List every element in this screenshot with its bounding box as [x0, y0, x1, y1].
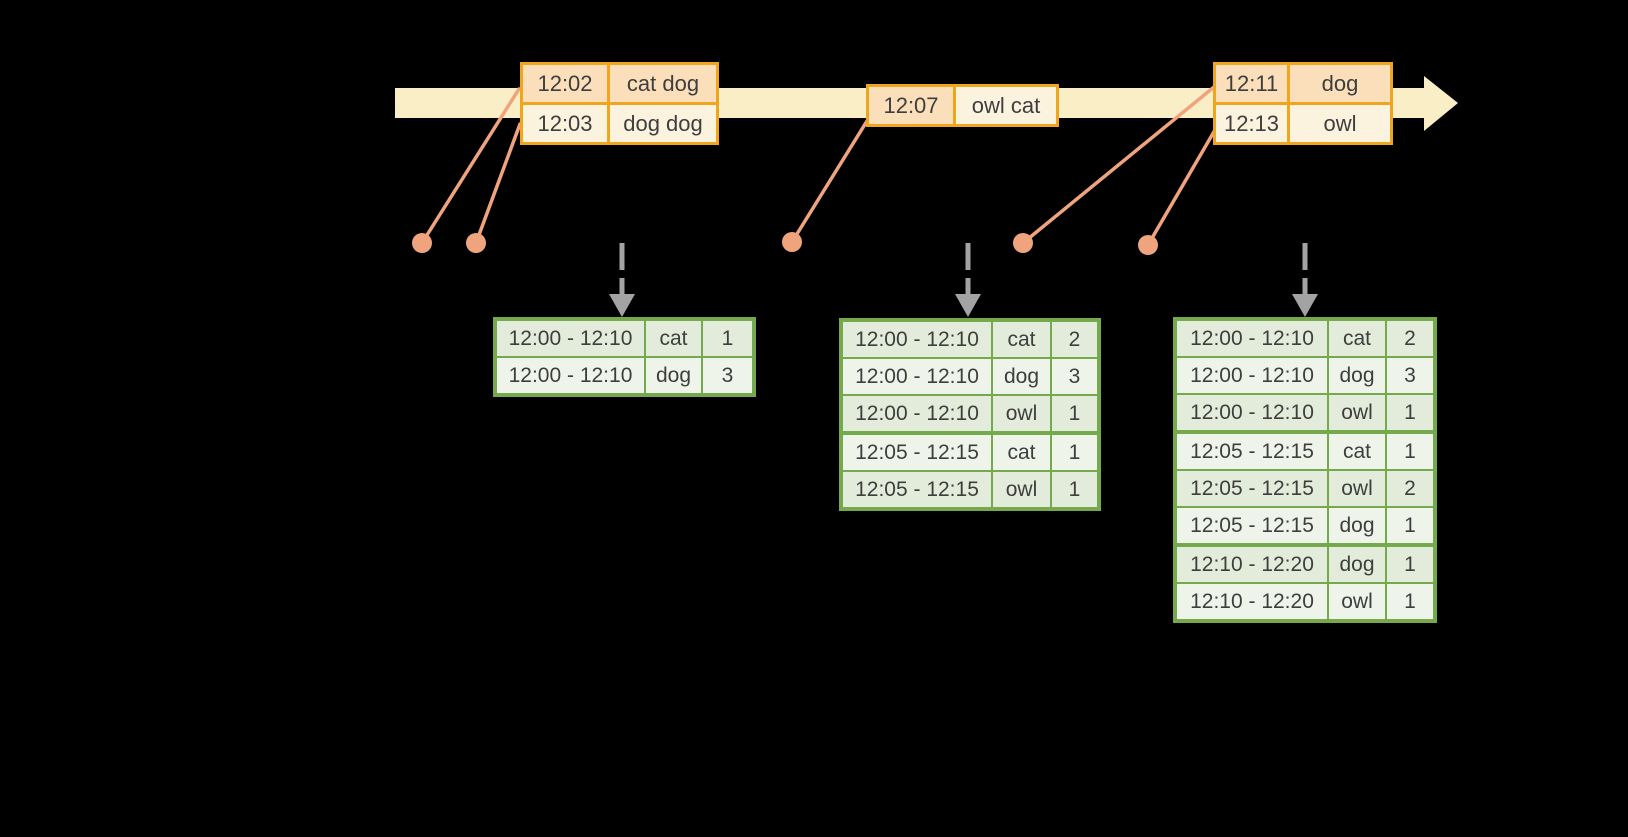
table-cell: 1: [1385, 393, 1436, 433]
table-cell: 1: [701, 318, 755, 358]
table-cell: dog: [991, 357, 1052, 396]
table-cell: dog: [1327, 543, 1387, 584]
trigger-arrowhead-icon: [609, 294, 635, 317]
table-cell: 12:05 - 12:15: [1174, 506, 1329, 546]
table-cell: owl: [1327, 393, 1387, 433]
event-connector-line: [474, 122, 522, 245]
event-dot: [412, 233, 432, 253]
table-cell: 12:11: [1213, 62, 1290, 105]
table-cell: 1: [1050, 431, 1100, 472]
table-cell: 12:00 - 12:10: [1174, 318, 1329, 358]
table-cell: 12:10 - 12:20: [1174, 543, 1329, 584]
table-cell: 12:03: [520, 102, 610, 145]
trigger-arrows: [619, 243, 1308, 298]
table-cell: 1: [1385, 582, 1436, 622]
table-cell: cat dog: [607, 62, 719, 105]
trigger-arrowhead-icon: [1292, 294, 1318, 317]
table-cell: 12:00 - 12:10: [1174, 356, 1329, 395]
event-dots: [412, 232, 1158, 255]
table-cell: 12:13: [1213, 102, 1290, 145]
table-cell: cat: [1327, 318, 1387, 358]
event-connector-line: [790, 119, 869, 244]
table-cell: dog: [1327, 506, 1387, 546]
table-cell: 12:00 - 12:10: [494, 356, 646, 396]
table-cell: cat: [991, 319, 1052, 359]
event-dot: [782, 232, 802, 252]
table-cell: 3: [1385, 356, 1436, 395]
table-cell: 3: [701, 356, 755, 396]
table-cell: owl: [991, 470, 1052, 510]
table-cell: dog: [644, 356, 703, 396]
table-cell: cat: [991, 431, 1052, 472]
table-cell: cat: [644, 318, 703, 358]
table-cell: 12:00 - 12:10: [840, 394, 993, 434]
event-connector-line: [1021, 85, 1216, 245]
table-cell: 12:05 - 12:15: [840, 470, 993, 510]
event-connector-line: [420, 87, 521, 245]
table-cell: 12:02: [520, 62, 610, 105]
timeline-arrowhead-icon: [1424, 76, 1458, 131]
table-cell: 12:00 - 12:10: [1174, 393, 1329, 433]
table-cell: 3: [1050, 357, 1100, 396]
table-cell: dog dog: [607, 102, 719, 145]
table-cell: owl: [1327, 582, 1387, 622]
table-cell: 1: [1385, 430, 1436, 471]
table-cell: 1: [1050, 470, 1100, 510]
table-cell: 1: [1385, 543, 1436, 584]
table-cell: 12:07: [866, 84, 956, 127]
table-cell: 12:00 - 12:10: [840, 319, 993, 359]
table-cell: owl: [1287, 102, 1393, 145]
table-cell: 12:05 - 12:15: [1174, 469, 1329, 508]
table-cell: 1: [1050, 394, 1100, 434]
table-cell: cat: [1327, 430, 1387, 471]
event-dot: [1013, 233, 1033, 253]
event-dot: [466, 233, 486, 253]
table-cell: 12:05 - 12:15: [1174, 430, 1329, 471]
table-cell: 12:10 - 12:20: [1174, 582, 1329, 622]
table-cell: 12:00 - 12:10: [494, 318, 646, 358]
table-cell: owl: [991, 394, 1052, 434]
trigger-arrowhead-icon: [955, 294, 981, 317]
event-connector-lines: [420, 85, 1217, 247]
table-cell: 2: [1385, 469, 1436, 508]
table-cell: 2: [1385, 318, 1436, 358]
table-cell: dog: [1327, 356, 1387, 395]
table-cell: 12:05 - 12:15: [840, 431, 993, 472]
table-cell: dog: [1287, 62, 1393, 105]
event-dot: [1138, 235, 1158, 255]
event-connector-line: [1146, 128, 1217, 247]
trigger-arrowheads: [609, 294, 1318, 317]
table-cell: 2: [1050, 319, 1100, 359]
table-cell: 1: [1385, 506, 1436, 546]
table-cell: owl: [1327, 469, 1387, 508]
table-cell: 12:00 - 12:10: [840, 357, 993, 396]
table-cell: owl cat: [953, 84, 1059, 127]
